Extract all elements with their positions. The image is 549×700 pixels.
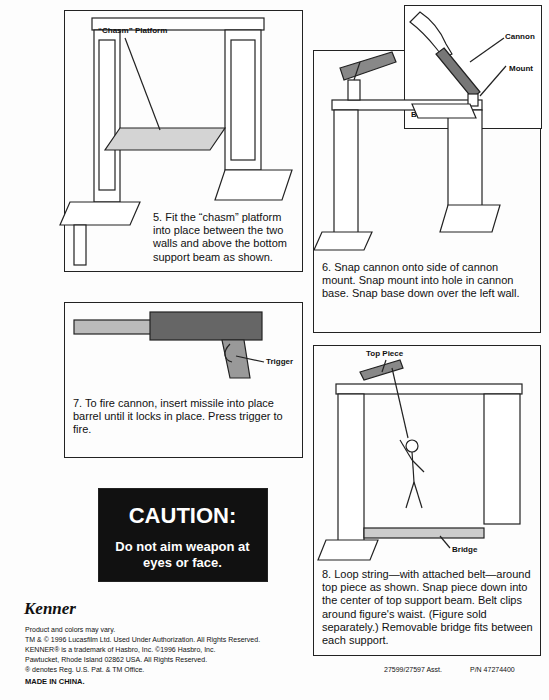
step-text: 6. Snap cannon onto side of cannon mount… [322,261,534,301]
figure-leg [414,482,422,508]
base-block [318,540,378,560]
figure-body [412,452,414,482]
step-text: 7. To fire cannon, insert missile into p… [73,397,295,437]
part-label: “Chasm” Platform [98,27,167,36]
step-block [215,170,292,200]
part-label: Top Piece [366,350,403,359]
base-block [60,202,140,225]
part-name: Cannon [505,32,541,42]
bridge [364,528,484,538]
step-block [440,205,500,232]
footer-note: MADE IN CHINA. [25,678,85,686]
top-piece [360,360,403,380]
leader-line [382,360,386,372]
footer-note: Pawtucket, Rhode Island 02862 USA. All R… [25,656,207,664]
string [392,368,408,438]
part-name: Mount [509,64,543,74]
left-wall [338,394,364,544]
figure-head [406,440,418,452]
part-label: Bridge [452,546,477,555]
step-panel: 5. Fit the “chasm” platform into place b… [64,10,303,272]
left-wall [94,30,120,202]
left-wall [334,110,358,240]
support-leg [74,225,86,265]
right-wall [225,30,261,170]
wall-detail [99,40,115,190]
part-name: Base [411,110,441,120]
cannon-mount [348,80,360,100]
step-text: 5. Fit the “chasm” platform into place b… [153,211,295,264]
figure-arm [400,440,412,460]
leader-line [236,356,264,362]
step-panel: 7. To fire cannon, insert missile into p… [64,302,303,458]
caution-heading: CAUTION: [99,503,266,529]
brand-logo: Kenner [24,600,76,619]
footer-note: 27599/27597 Asst. [384,666,442,674]
assembly-line [354,62,360,80]
top-beam [336,384,522,394]
leader-line [125,38,160,130]
cannon-step7 [74,312,264,378]
wall-detail [231,40,255,160]
chasm-platform [105,128,225,150]
caution-text: Do not aim weapon at eyes or face. [107,539,258,570]
footer-note: ® denotes Reg. U.S. Pat. & TM Office. [25,666,144,674]
base-block [314,232,372,250]
right-wall [484,394,520,524]
footer-note: KENNER® is a trademark of Hasbro, Inc. ©… [25,646,215,654]
step-text: 8. Loop string—with attached belt—around… [322,568,534,647]
footer-note: Product and colors may vary. [25,626,115,634]
cannon-body [150,312,262,340]
step-panel: 6. Snap cannon onto side of cannon mount… [313,50,541,333]
part-label: Trigger [266,358,293,367]
footer-note: P/N 47274400 [470,666,515,674]
missile [74,320,164,334]
footer-note: TM & © 1996 Lucasfilm Ltd. Used Under Au… [25,636,260,644]
leader-line [440,536,450,548]
caution-box: CAUTION: Do not aim weapon at eyes or fac… [98,488,268,582]
trigger [225,344,232,362]
cannon [340,52,396,80]
figure-arm [412,460,424,472]
grip [222,340,250,378]
playset-step8 [318,360,522,560]
inset-box: CannonMountBase [404,5,542,129]
step-panel: 8. Loop string—with attached belt—around… [313,345,541,656]
figure-leg [406,482,414,508]
